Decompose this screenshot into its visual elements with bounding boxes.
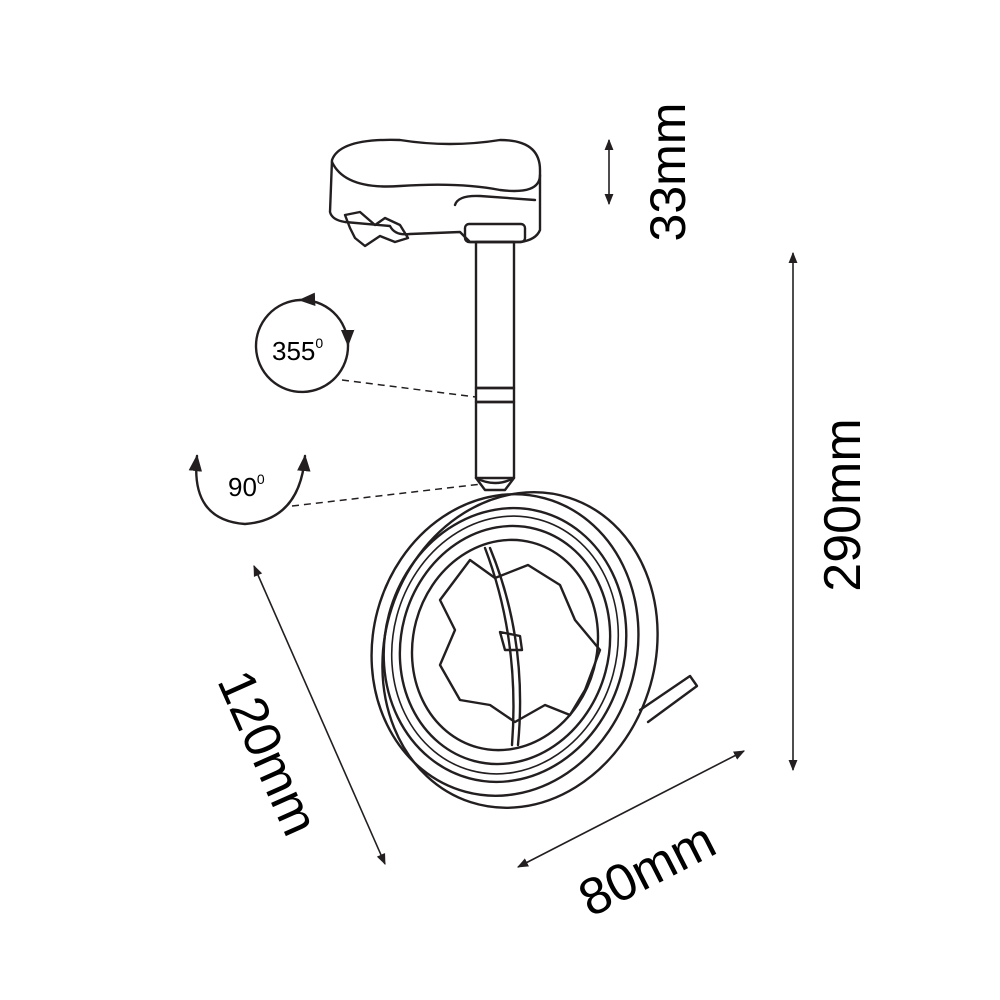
dimension-33mm-label: 33mm bbox=[640, 103, 696, 242]
rotation-90-label: 900 bbox=[228, 471, 265, 502]
rotation-355-indicator: 3550 bbox=[254, 292, 477, 398]
track-adapter bbox=[328, 138, 542, 248]
dimension-120mm-label: 120mm bbox=[206, 662, 330, 844]
dimension-80mm-arrow bbox=[517, 750, 745, 868]
rotation-90-indicator: 900 bbox=[188, 454, 483, 526]
dimension-120mm-arrow bbox=[253, 564, 386, 866]
stem bbox=[463, 222, 527, 492]
rotation-355-label: 3550 bbox=[272, 335, 323, 366]
lamp-head bbox=[370, 491, 699, 809]
dimension-290mm-label: 290mm bbox=[814, 418, 872, 591]
